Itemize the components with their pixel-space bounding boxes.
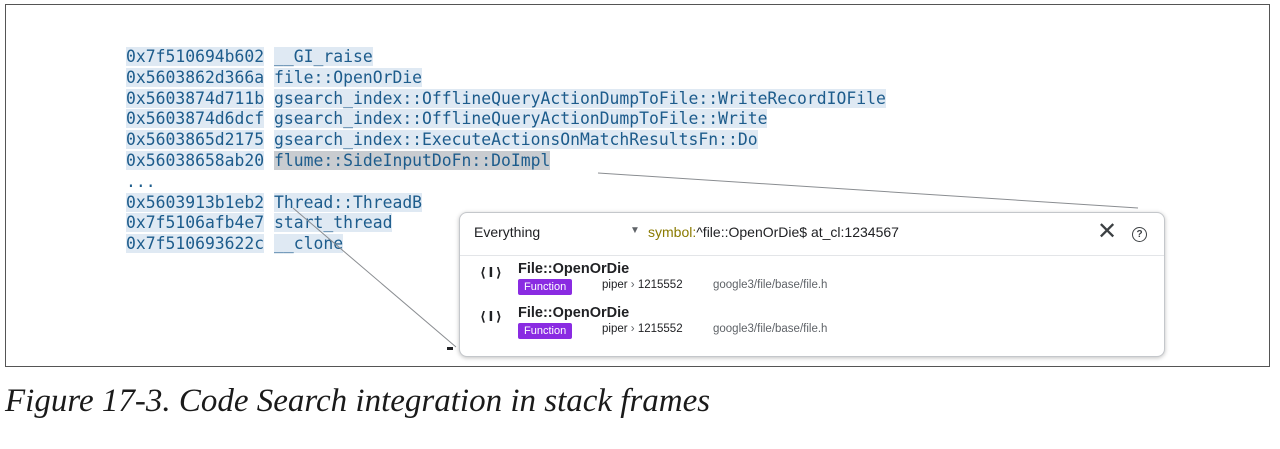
result-kind-badge: Function [518, 279, 573, 295]
code-search-popup: Everything ▼ symbol:^file::OpenOrDie$ at… [459, 212, 1165, 357]
search-result-item[interactable]: ⟨ I ⟩ File::OpenOrDie Function piper › 1… [460, 259, 1164, 299]
frame-symbol[interactable]: gsearch_index::OfflineQueryActionDumpToF… [274, 109, 768, 129]
result-file-path[interactable]: google3/file/base/file.h [713, 279, 828, 291]
frame-address: 0x7f510693622c [126, 234, 265, 254]
frame-symbol[interactable]: file::OpenOrDie [274, 67, 423, 87]
result-repo-breadcrumb: piper › 1215552 [602, 279, 683, 291]
frame-symbol[interactable]: start_thread [274, 213, 393, 233]
frame-symbol[interactable]: __clone [274, 234, 344, 254]
figure-frame: 0x7f510694b602 __GI_raise 0x5603862d366a… [5, 4, 1270, 367]
result-repo-breadcrumb: piper › 1215552 [602, 323, 683, 335]
stack-frame[interactable]: 0x5603874d6dcf gsearch_index::OfflineQue… [126, 109, 886, 130]
frame-address: 0x5603913b1eb2 [126, 192, 265, 212]
breadcrumb-separator: › [630, 279, 635, 291]
scope-dropdown[interactable]: Everything [474, 224, 541, 240]
stack-frame[interactable]: 0x5603913b1eb2 Thread::ThreadB [126, 192, 886, 214]
stack-frame-selected[interactable]: 0x56038658ab20 flume::SideInputDoFn::DoI… [126, 150, 886, 172]
frame-symbol[interactable]: __GI_raise [274, 47, 373, 66]
frame-address: 0x5603862d366a [126, 67, 265, 87]
result-cl: 1215552 [637, 279, 683, 291]
search-bar: Everything ▼ symbol:^file::OpenOrDie$ at… [460, 213, 1164, 256]
frame-address: 0x7f5106afb4e7 [126, 213, 265, 233]
result-symbol-name[interactable]: File::OpenOrDie [518, 261, 630, 277]
stack-frame[interactable]: 0x5603865d2175 gsearch_index::ExecuteAct… [126, 130, 886, 151]
query-value: ^file::OpenOrDie$ at_cl:1234567 [696, 224, 899, 240]
frame-symbol[interactable]: gsearch_index::ExecuteActionsOnMatchResu… [274, 130, 758, 150]
frame-address: 0x5603874d711b [126, 88, 265, 108]
help-circle-icon[interactable]: ? [1132, 227, 1147, 242]
dropdown-caret-icon[interactable]: ▼ [630, 225, 640, 236]
frames-ellipsis: ... [126, 171, 156, 191]
symbol-code-icon: ⟨ I ⟩ [480, 310, 502, 325]
stack-frame[interactable]: 0x7f510694b602 __GI_raise [126, 47, 886, 68]
result-file-path[interactable]: google3/file/base/file.h [713, 323, 828, 335]
frame-symbol[interactable]: Thread::ThreadB [274, 192, 423, 212]
symbol-code-icon: ⟨ I ⟩ [480, 266, 502, 281]
frame-address: 0x56038658ab20 [126, 150, 265, 170]
stack-frame[interactable]: 0x5603874d711b gsearch_index::OfflineQue… [126, 88, 886, 110]
close-icon[interactable]: ✕ [1097, 218, 1118, 245]
frame-address: 0x5603865d2175 [126, 130, 265, 150]
result-symbol-name[interactable]: File::OpenOrDie [518, 305, 630, 321]
result-kind-badge: Function [518, 323, 573, 339]
result-repo: piper [602, 279, 628, 291]
result-cl: 1215552 [637, 323, 683, 335]
search-query-input[interactable]: symbol:^file::OpenOrDie$ at_cl:1234567 [648, 224, 899, 240]
frame-symbol[interactable]: gsearch_index::OfflineQueryActionDumpToF… [274, 88, 886, 108]
stack-trace: 0x7f510694b602 __GI_raise 0x5603862d366a… [126, 47, 886, 255]
stack-frame[interactable]: 0x5603862d366a file::OpenOrDie [126, 67, 886, 89]
frame-symbol-selected[interactable]: flume::SideInputDoFn::DoImpl [274, 150, 551, 170]
connector-end-marker [447, 347, 453, 350]
frame-address: 0x7f510694b602 [126, 47, 265, 66]
query-operator: symbol: [648, 224, 697, 240]
frame-address: 0x5603874d6dcf [126, 109, 265, 129]
breadcrumb-separator: › [630, 323, 635, 335]
figure-caption: Figure 17-3. Code Search integration in … [5, 383, 711, 419]
result-repo: piper [602, 323, 628, 335]
search-result-item[interactable]: ⟨ I ⟩ File::OpenOrDie Function piper › 1… [460, 303, 1164, 343]
